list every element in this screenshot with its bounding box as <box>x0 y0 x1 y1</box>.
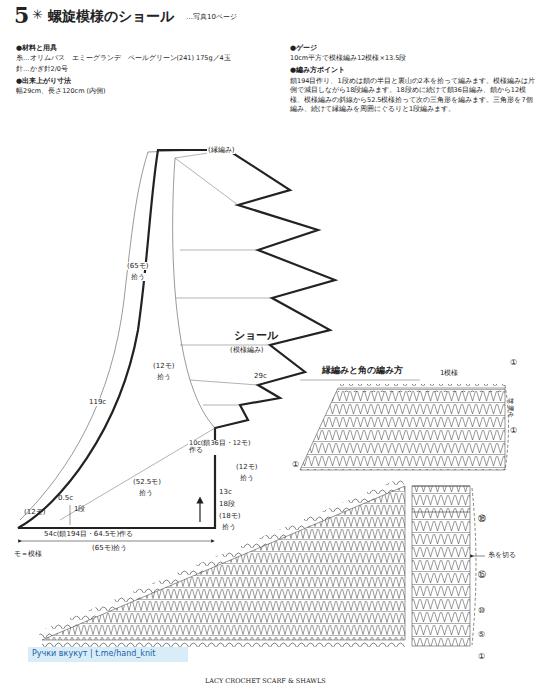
chain-start: 10c(鎖36目・12モ)作る <box>188 440 252 455</box>
heading: ●編み方ポイント <box>290 66 345 74</box>
pick-up: 拾う <box>222 523 236 531</box>
row-number: ① <box>478 652 485 661</box>
heading: ●ゲージ <box>290 44 317 52</box>
dimension: 0.5c <box>58 494 73 502</box>
edging-label: (縁編み) <box>207 146 235 154</box>
part-name: (模様編み) <box>230 346 263 354</box>
row-number: ① <box>510 426 517 435</box>
pick-up: 拾う <box>130 273 146 281</box>
heading: ●出来上がり寸法 <box>16 77 71 85</box>
chart-title: 縁編みと角の編み方 <box>322 366 403 376</box>
stitch-count: (18モ) <box>219 512 240 520</box>
repeat-label: 1模様 <box>440 369 458 377</box>
hook: 針…かぎ針2/0号 <box>16 66 68 73</box>
row-number: ① <box>292 460 299 469</box>
dimension: 13c <box>219 488 232 496</box>
gauge: 10cm平方で模様編み12模様×13.5段 <box>290 55 406 62</box>
row-number: ⑤ <box>478 630 485 639</box>
stitch-count: (12モ) <box>24 508 45 516</box>
chain-start: 54c(鎖194目・64.5モ)作る <box>44 530 133 538</box>
stitch-count: (52.5モ) <box>132 478 162 486</box>
stitch-count: (65モ) <box>126 262 149 270</box>
instructions: 鎖194目作り、1段めは鎖の半目と裏山の2本を拾って編みます。模様編みは片側で減… <box>290 77 538 115</box>
stitch-count: (12モ) <box>152 362 175 370</box>
size: 幅29cm、長さ120cm (内側) <box>16 88 106 95</box>
row-number: ⑮ <box>478 570 486 579</box>
row-number: ⑱ <box>478 514 486 523</box>
row-number: ① <box>510 358 517 367</box>
footer: LACY CROCHET SCARF & SHAWLS <box>205 678 326 685</box>
stitch-count: (65モ)拾う <box>92 544 127 552</box>
title: 螺旋模様のショール <box>48 8 174 24</box>
edging-label: 縁編み <box>508 398 514 418</box>
dimension: 29c <box>254 372 267 380</box>
page-ref: …写真10ページ <box>186 13 237 21</box>
row-number: ⑩ <box>478 606 485 615</box>
star-mark: ✳ <box>32 8 43 23</box>
row-count: 18段 <box>219 500 235 508</box>
dimension: 119c <box>88 398 107 406</box>
watermark: Ручки вкукут | t.me/hand_knit <box>32 649 155 658</box>
pick-up: 拾う <box>240 474 254 482</box>
pick-up: 拾う <box>138 489 154 497</box>
note: モ＝模様 <box>14 550 42 558</box>
cut-yarn: 糸を切る <box>488 551 516 559</box>
pattern-number: 5 <box>14 3 29 28</box>
materials: 糸…オリムパス エミーグランデ ペールグリーン(241) 175g／4玉 <box>16 55 231 62</box>
pick-up: 拾う <box>156 373 172 381</box>
part-name: ショール <box>234 330 278 343</box>
stitch-count: (12モ) <box>236 463 257 471</box>
row-count: 1段 <box>74 505 85 513</box>
heading: ●材料と用具 <box>16 44 57 52</box>
